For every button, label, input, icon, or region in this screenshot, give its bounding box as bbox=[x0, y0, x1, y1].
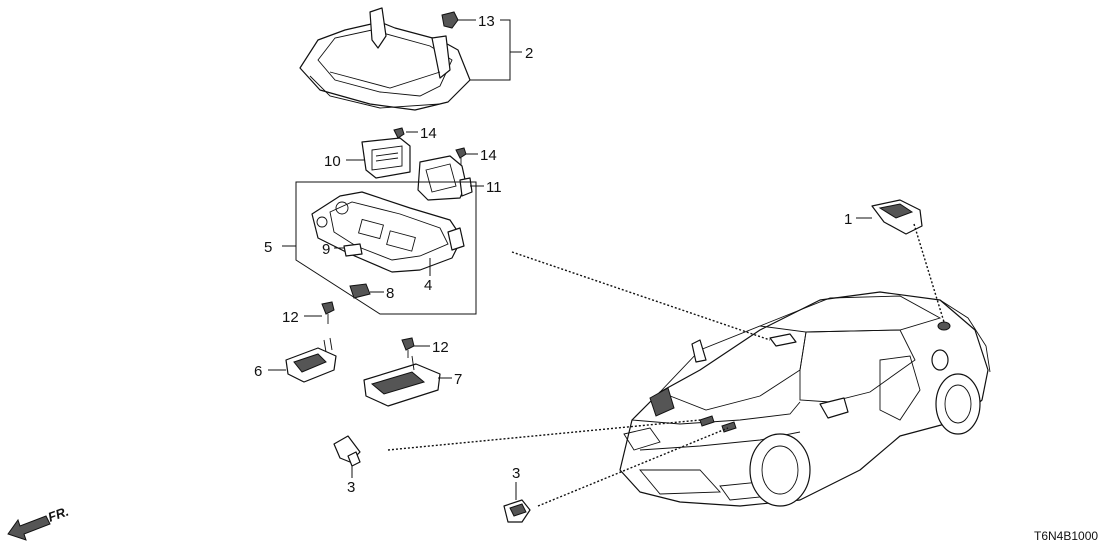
callout-14-b: 14 bbox=[480, 147, 497, 164]
part-12-screw-a bbox=[304, 301, 335, 324]
callout-2: 2 bbox=[525, 45, 533, 62]
part-1-lamp bbox=[856, 199, 923, 235]
part-11-unit bbox=[417, 155, 484, 201]
front-indicator-label: FR. bbox=[46, 504, 71, 525]
part-12-screw-b bbox=[401, 337, 430, 358]
part-3-lamp-b bbox=[503, 482, 531, 523]
part-9-pad bbox=[334, 243, 363, 257]
part-6-map-lamp bbox=[268, 337, 337, 383]
part-4-console-base bbox=[311, 191, 465, 276]
part-10-module bbox=[346, 137, 411, 179]
part-13-clip bbox=[441, 11, 476, 29]
part-2-roof-console-housing bbox=[299, 7, 471, 111]
pointer-console bbox=[511, 251, 771, 341]
callout-12-a: 12 bbox=[282, 309, 299, 326]
front-arrow-icon bbox=[7, 515, 51, 541]
part-8-pad bbox=[349, 283, 384, 299]
callout-14-a: 14 bbox=[420, 125, 437, 142]
callout-3-b: 3 bbox=[512, 465, 520, 482]
pointer-lamp-1 bbox=[913, 223, 945, 323]
part-7-map-lamp bbox=[363, 355, 452, 407]
diagram-code: T6N4B1000 bbox=[1034, 529, 1098, 543]
callout-4: 4 bbox=[424, 277, 432, 294]
callout-12-b: 12 bbox=[432, 339, 449, 356]
callout-13: 13 bbox=[478, 13, 495, 30]
callout-1: 1 bbox=[844, 211, 852, 228]
callout-10: 10 bbox=[324, 153, 341, 170]
car-silhouette bbox=[619, 291, 991, 507]
callout-9: 9 bbox=[322, 241, 330, 258]
callout-6: 6 bbox=[254, 363, 262, 380]
callout-3-a: 3 bbox=[347, 479, 355, 496]
callout-5: 5 bbox=[264, 239, 272, 256]
leader-2 bbox=[470, 19, 511, 81]
pointer-bulb bbox=[387, 419, 701, 451]
part-3-bulb-a bbox=[333, 435, 361, 478]
callout-11: 11 bbox=[486, 179, 502, 196]
callout-7: 7 bbox=[454, 371, 462, 388]
leader-box-5 bbox=[295, 181, 477, 315]
callout-8: 8 bbox=[386, 285, 394, 302]
